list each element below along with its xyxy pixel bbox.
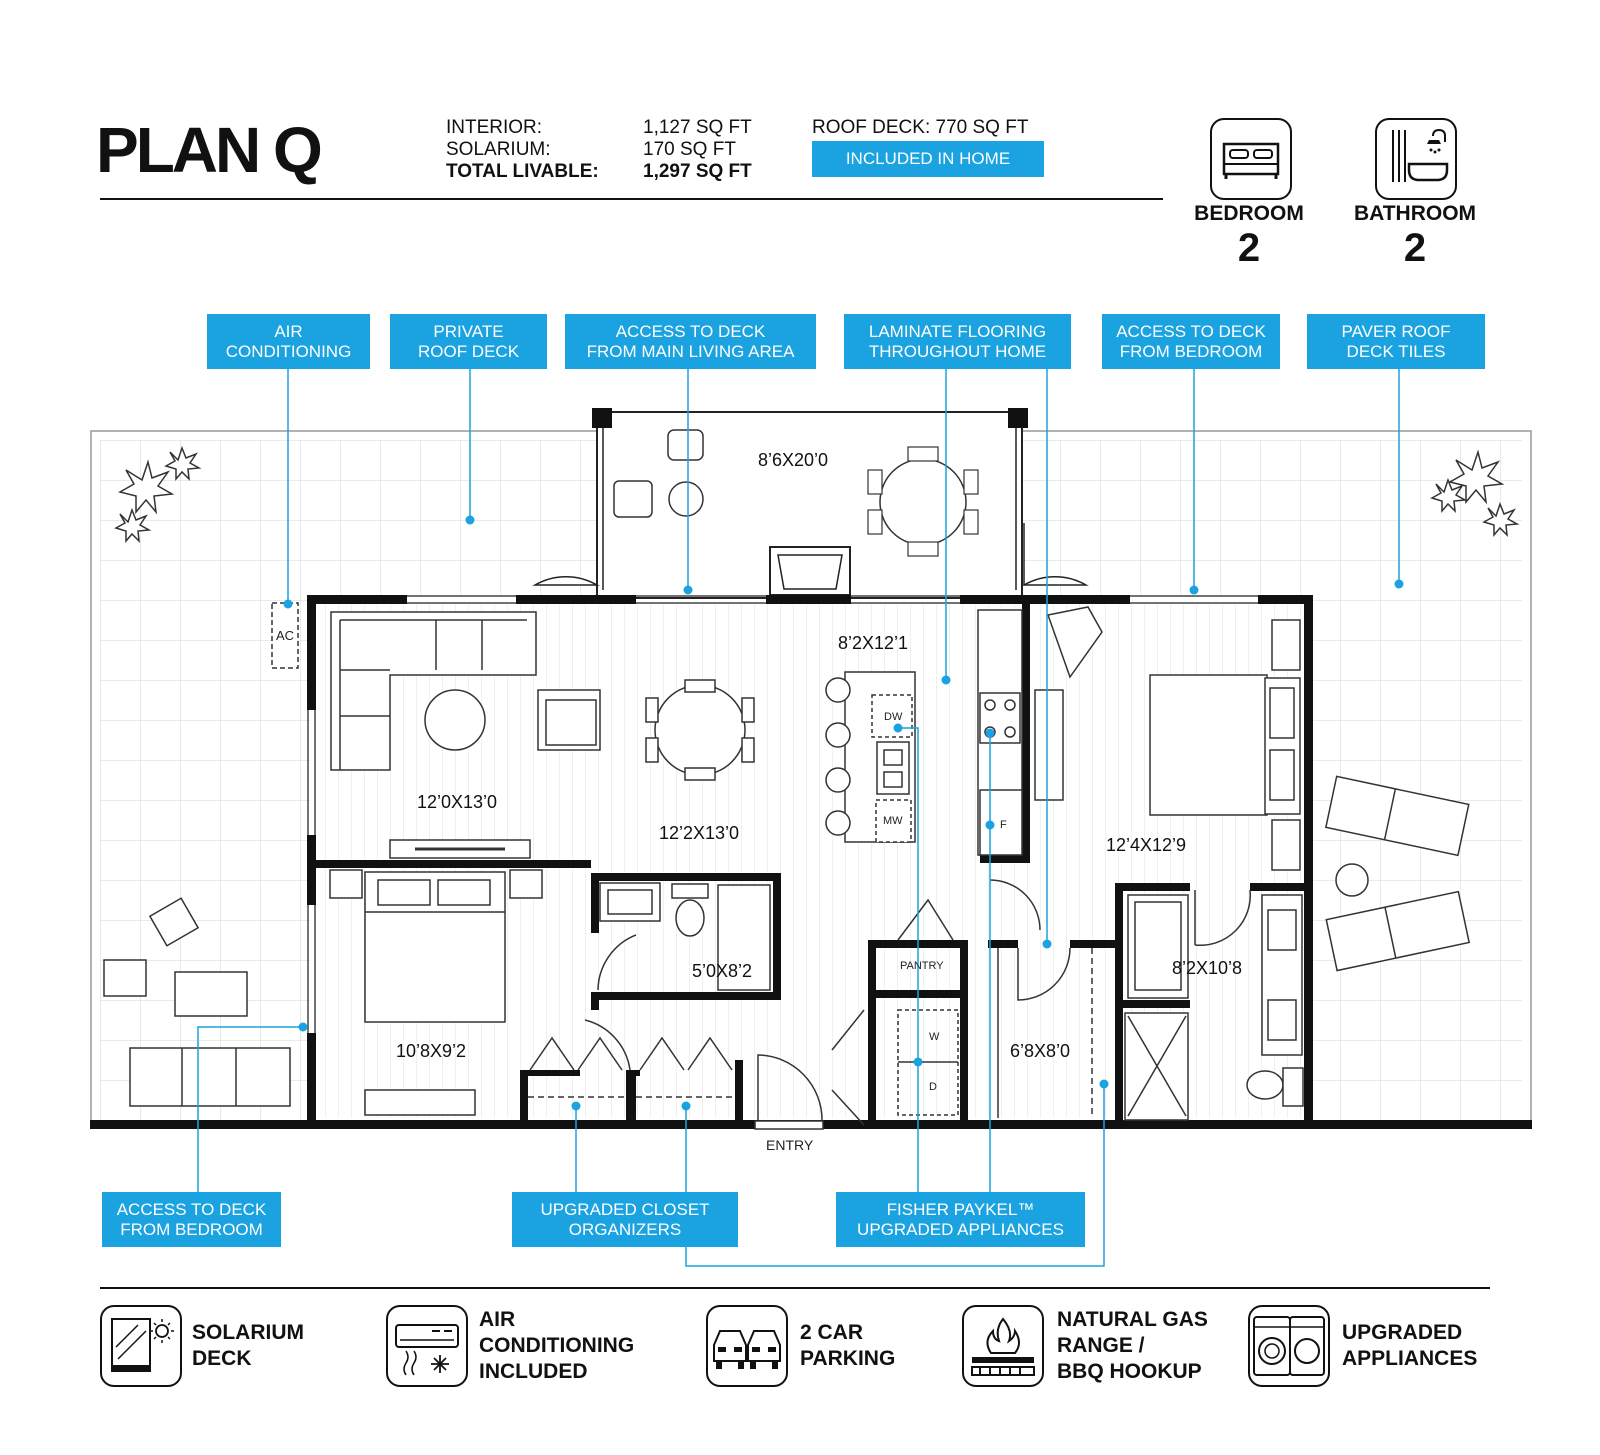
stat-interior-value: 1,127 SQ FT	[643, 117, 752, 138]
callout-deck-access-bedroom: ACCESS TO DECK FROM BEDROOM	[1102, 314, 1280, 369]
callout-closet-organizers: UPGRADED CLOSET ORGANIZERS	[512, 1192, 738, 1247]
callout-laminate-flooring: LAMINATE FLOORING THROUGHOUT HOME	[844, 314, 1071, 369]
ac-unit	[271, 602, 299, 669]
room-dim-kitchen: 8’2X12’1	[838, 633, 908, 653]
bathroom-count-label: BATHROOM	[1353, 202, 1477, 225]
room-dim-dining: 12’2X13’0	[659, 823, 739, 843]
primary-bath-fixtures	[1124, 889, 1304, 1121]
bedroom-count: 2	[1237, 226, 1261, 270]
callout-private-roof-deck: PRIVATE ROOF DECK	[390, 314, 547, 369]
dining-table	[645, 679, 755, 781]
solarium-icon	[100, 1305, 182, 1387]
dryer-label: D	[929, 1081, 937, 1093]
cars-icon	[706, 1305, 788, 1387]
bedroom-count-label: BEDROOM	[1194, 202, 1304, 225]
mw-label: MW	[883, 815, 903, 827]
kitchen	[825, 609, 1023, 856]
living-furniture	[330, 611, 601, 859]
feature-gas-label: NATURAL GAS RANGE / BBQ HOOKUP	[1057, 1308, 1208, 1383]
room-dim-primary-bath: 8’2X10’8	[1172, 958, 1242, 978]
callout-paver-tiles: PAVER ROOF DECK TILES	[1307, 314, 1485, 369]
deck-furniture-right	[1324, 775, 1471, 972]
interior-walls	[316, 595, 1306, 1125]
bath2-fixtures	[597, 882, 771, 991]
callout-dots	[283, 515, 1404, 1111]
callout-air-conditioning: AIR CONDITIONING	[207, 314, 370, 369]
stat-solarium-label: SOLARIUM:	[446, 139, 551, 160]
room-dim-bedroom2: 10’8X9’2	[396, 1041, 466, 1061]
feature-solarium-label: SOLARIUM DECK	[192, 1321, 304, 1370]
footer-divider	[100, 1287, 1490, 1289]
room-dim-primary-bedroom: 12’4X12’9	[1106, 835, 1186, 855]
air-conditioner-icon	[386, 1305, 468, 1387]
stat-total-value: 1,297 SQ FT	[643, 161, 752, 182]
washer-dryer-icon	[1248, 1305, 1330, 1387]
primary-bedroom-furniture	[1034, 606, 1301, 871]
feature-ac-label: AIR CONDITIONING INCLUDED	[479, 1308, 635, 1383]
fridge-label: F	[1000, 819, 1007, 831]
dw-label: DW	[884, 711, 903, 723]
callout-deck-access-living: ACCESS TO DECK FROM MAIN LIVING AREA	[565, 314, 816, 369]
callout-fisher-paykel: FISHER PAYKEL™ UPGRADED APPLIANCES	[836, 1192, 1085, 1247]
plan-title: PLAN Q	[96, 114, 323, 186]
stat-interior-label: INTERIOR:	[446, 117, 543, 138]
callout-deck-access-bedroom-2: ACCESS TO DECK FROM BEDROOM	[102, 1192, 281, 1247]
plant-icons	[114, 445, 1520, 544]
stat-solarium-value: 170 SQ FT	[643, 139, 736, 160]
feature-appliances-label: UPGRADED APPLIANCES	[1342, 1321, 1478, 1370]
feature-parking-label: 2 CAR PARKING	[800, 1321, 896, 1370]
bed-icon	[1210, 118, 1292, 200]
room-dim-closet: 6’8X8’0	[1010, 1041, 1070, 1061]
room-dim-solarium: 8’6X20’0	[758, 450, 828, 470]
pantry-label: PANTRY	[900, 960, 944, 972]
included-in-home-badge: INCLUDED IN HOME	[812, 141, 1044, 177]
callout-leaders	[197, 369, 1400, 1267]
stat-total-label: TOTAL LIVABLE:	[446, 161, 599, 182]
ac-label: AC	[276, 628, 294, 643]
room-dim-living: 12’0X13’0	[417, 792, 497, 812]
deck-furniture-left	[103, 897, 291, 1107]
washer-label: W	[929, 1031, 940, 1043]
gas-flame-icon	[962, 1305, 1044, 1387]
bathroom-count: 2	[1403, 226, 1427, 270]
room-dim-bath2: 5’0X8’2	[692, 961, 752, 981]
bedroom2-furniture	[329, 869, 543, 1116]
closets-doors	[528, 879, 1093, 1130]
entry-label: ENTRY	[766, 1137, 814, 1153]
header-divider	[100, 198, 1163, 200]
roof-deck-area: ROOF DECK: 770 SQ FT	[812, 117, 1029, 138]
glazing	[307, 595, 1258, 1033]
solarium	[532, 408, 1089, 599]
bathtub-shower-icon	[1375, 118, 1457, 200]
